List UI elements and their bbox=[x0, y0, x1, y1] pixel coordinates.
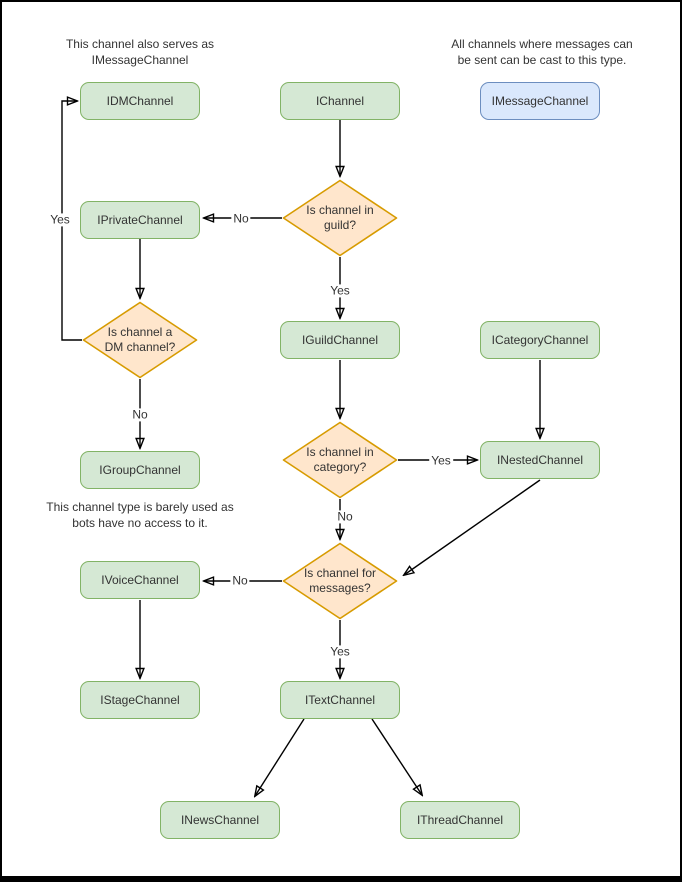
edge-label-guild-yes: Yes bbox=[328, 283, 352, 298]
node-ichannel: IChannel bbox=[280, 82, 400, 120]
edge-itextchannel-to-inewschannel bbox=[255, 718, 305, 796]
annotation-imessagechannel-note: All channels where messages can be sent … bbox=[451, 37, 633, 67]
decision-label: Is channel in guild? bbox=[306, 203, 374, 232]
edge-label-messages-no: No bbox=[230, 573, 250, 588]
edge-itextchannel-to-ithreadchannel bbox=[371, 718, 422, 795]
edge-label-dm-no: No bbox=[130, 407, 150, 422]
edge-label-category-no: No bbox=[335, 509, 355, 524]
node-itextchannel: ITextChannel bbox=[280, 681, 400, 719]
edge-label-dm-yes: Yes bbox=[48, 212, 72, 227]
node-imessagechannel: IMessageChannel bbox=[480, 82, 600, 120]
node-iguildchannel: IGuildChannel bbox=[280, 321, 400, 359]
diamond-shape-icon bbox=[282, 179, 398, 257]
annotation-idmchannel-note: This channel also serves as IMessageChan… bbox=[65, 37, 215, 67]
decision-is-channel-in-guild: Is channel in guild? bbox=[282, 179, 398, 257]
node-ithreadchannel: IThreadChannel bbox=[400, 801, 520, 839]
decision-is-channel-for-messages: Is channel for messages? bbox=[282, 542, 398, 620]
decision-label: Is channel for messages? bbox=[303, 566, 377, 595]
diamond-shape-icon bbox=[82, 301, 198, 379]
node-idmchannel: IDMChannel bbox=[80, 82, 200, 120]
diamond-shape-icon bbox=[282, 421, 398, 499]
node-icategorychannel: ICategoryChannel bbox=[480, 321, 600, 359]
node-istagechannel: IStageChannel bbox=[80, 681, 200, 719]
annotation-igroupchannel-note: This channel type is barely used as bots… bbox=[46, 500, 234, 530]
decision-label: Is channel a DM channel? bbox=[104, 325, 176, 354]
node-ivoicechannel: IVoiceChannel bbox=[80, 561, 200, 599]
decision-is-channel-in-category: Is channel in category? bbox=[282, 421, 398, 499]
edge-label-guild-no: No bbox=[231, 211, 251, 226]
node-inestedchannel: INestedChannel bbox=[480, 441, 600, 479]
decision-is-dm-channel: Is channel a DM channel? bbox=[82, 301, 198, 379]
decision-label: Is channel in category? bbox=[306, 445, 374, 474]
edge-label-messages-yes: Yes bbox=[328, 644, 352, 659]
edge-inestedchannel-to-for-messages-q bbox=[404, 479, 541, 575]
node-iprivatechannel: IPrivateChannel bbox=[80, 201, 200, 239]
edge-label-category-yes: Yes bbox=[429, 453, 453, 468]
node-igroupchannel: IGroupChannel bbox=[80, 451, 200, 489]
node-inewschannel: INewsChannel bbox=[160, 801, 280, 839]
diamond-shape-icon bbox=[282, 542, 398, 620]
